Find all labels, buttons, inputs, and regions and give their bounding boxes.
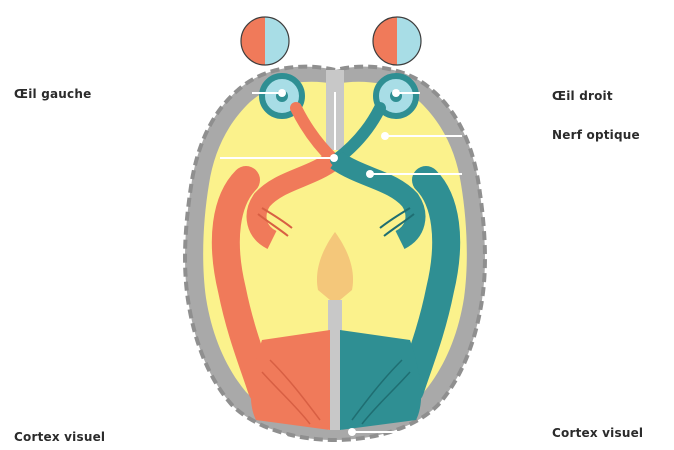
label-cortex-right: Cortex visuel: [552, 426, 643, 440]
label-cortex-left: Cortex visuel: [14, 430, 105, 444]
marker-cortex-right: [348, 428, 356, 436]
marker-cortex-left: [280, 434, 288, 442]
label-optic-nerve: Nerf optique: [552, 128, 640, 142]
label-right-eye: Œil droit: [552, 89, 613, 103]
label-left-eye: Œil gauche: [14, 87, 91, 101]
marker-chiasm: [330, 154, 338, 162]
posterior-fissure: [328, 300, 342, 430]
right-visual-field-icon: [373, 17, 421, 65]
marker-right-eye: [392, 89, 400, 97]
marker-optic-nerve: [381, 132, 389, 140]
marker-tract: [366, 170, 374, 178]
marker-left-eye: [278, 89, 286, 97]
left-visual-field-icon: [241, 17, 289, 65]
